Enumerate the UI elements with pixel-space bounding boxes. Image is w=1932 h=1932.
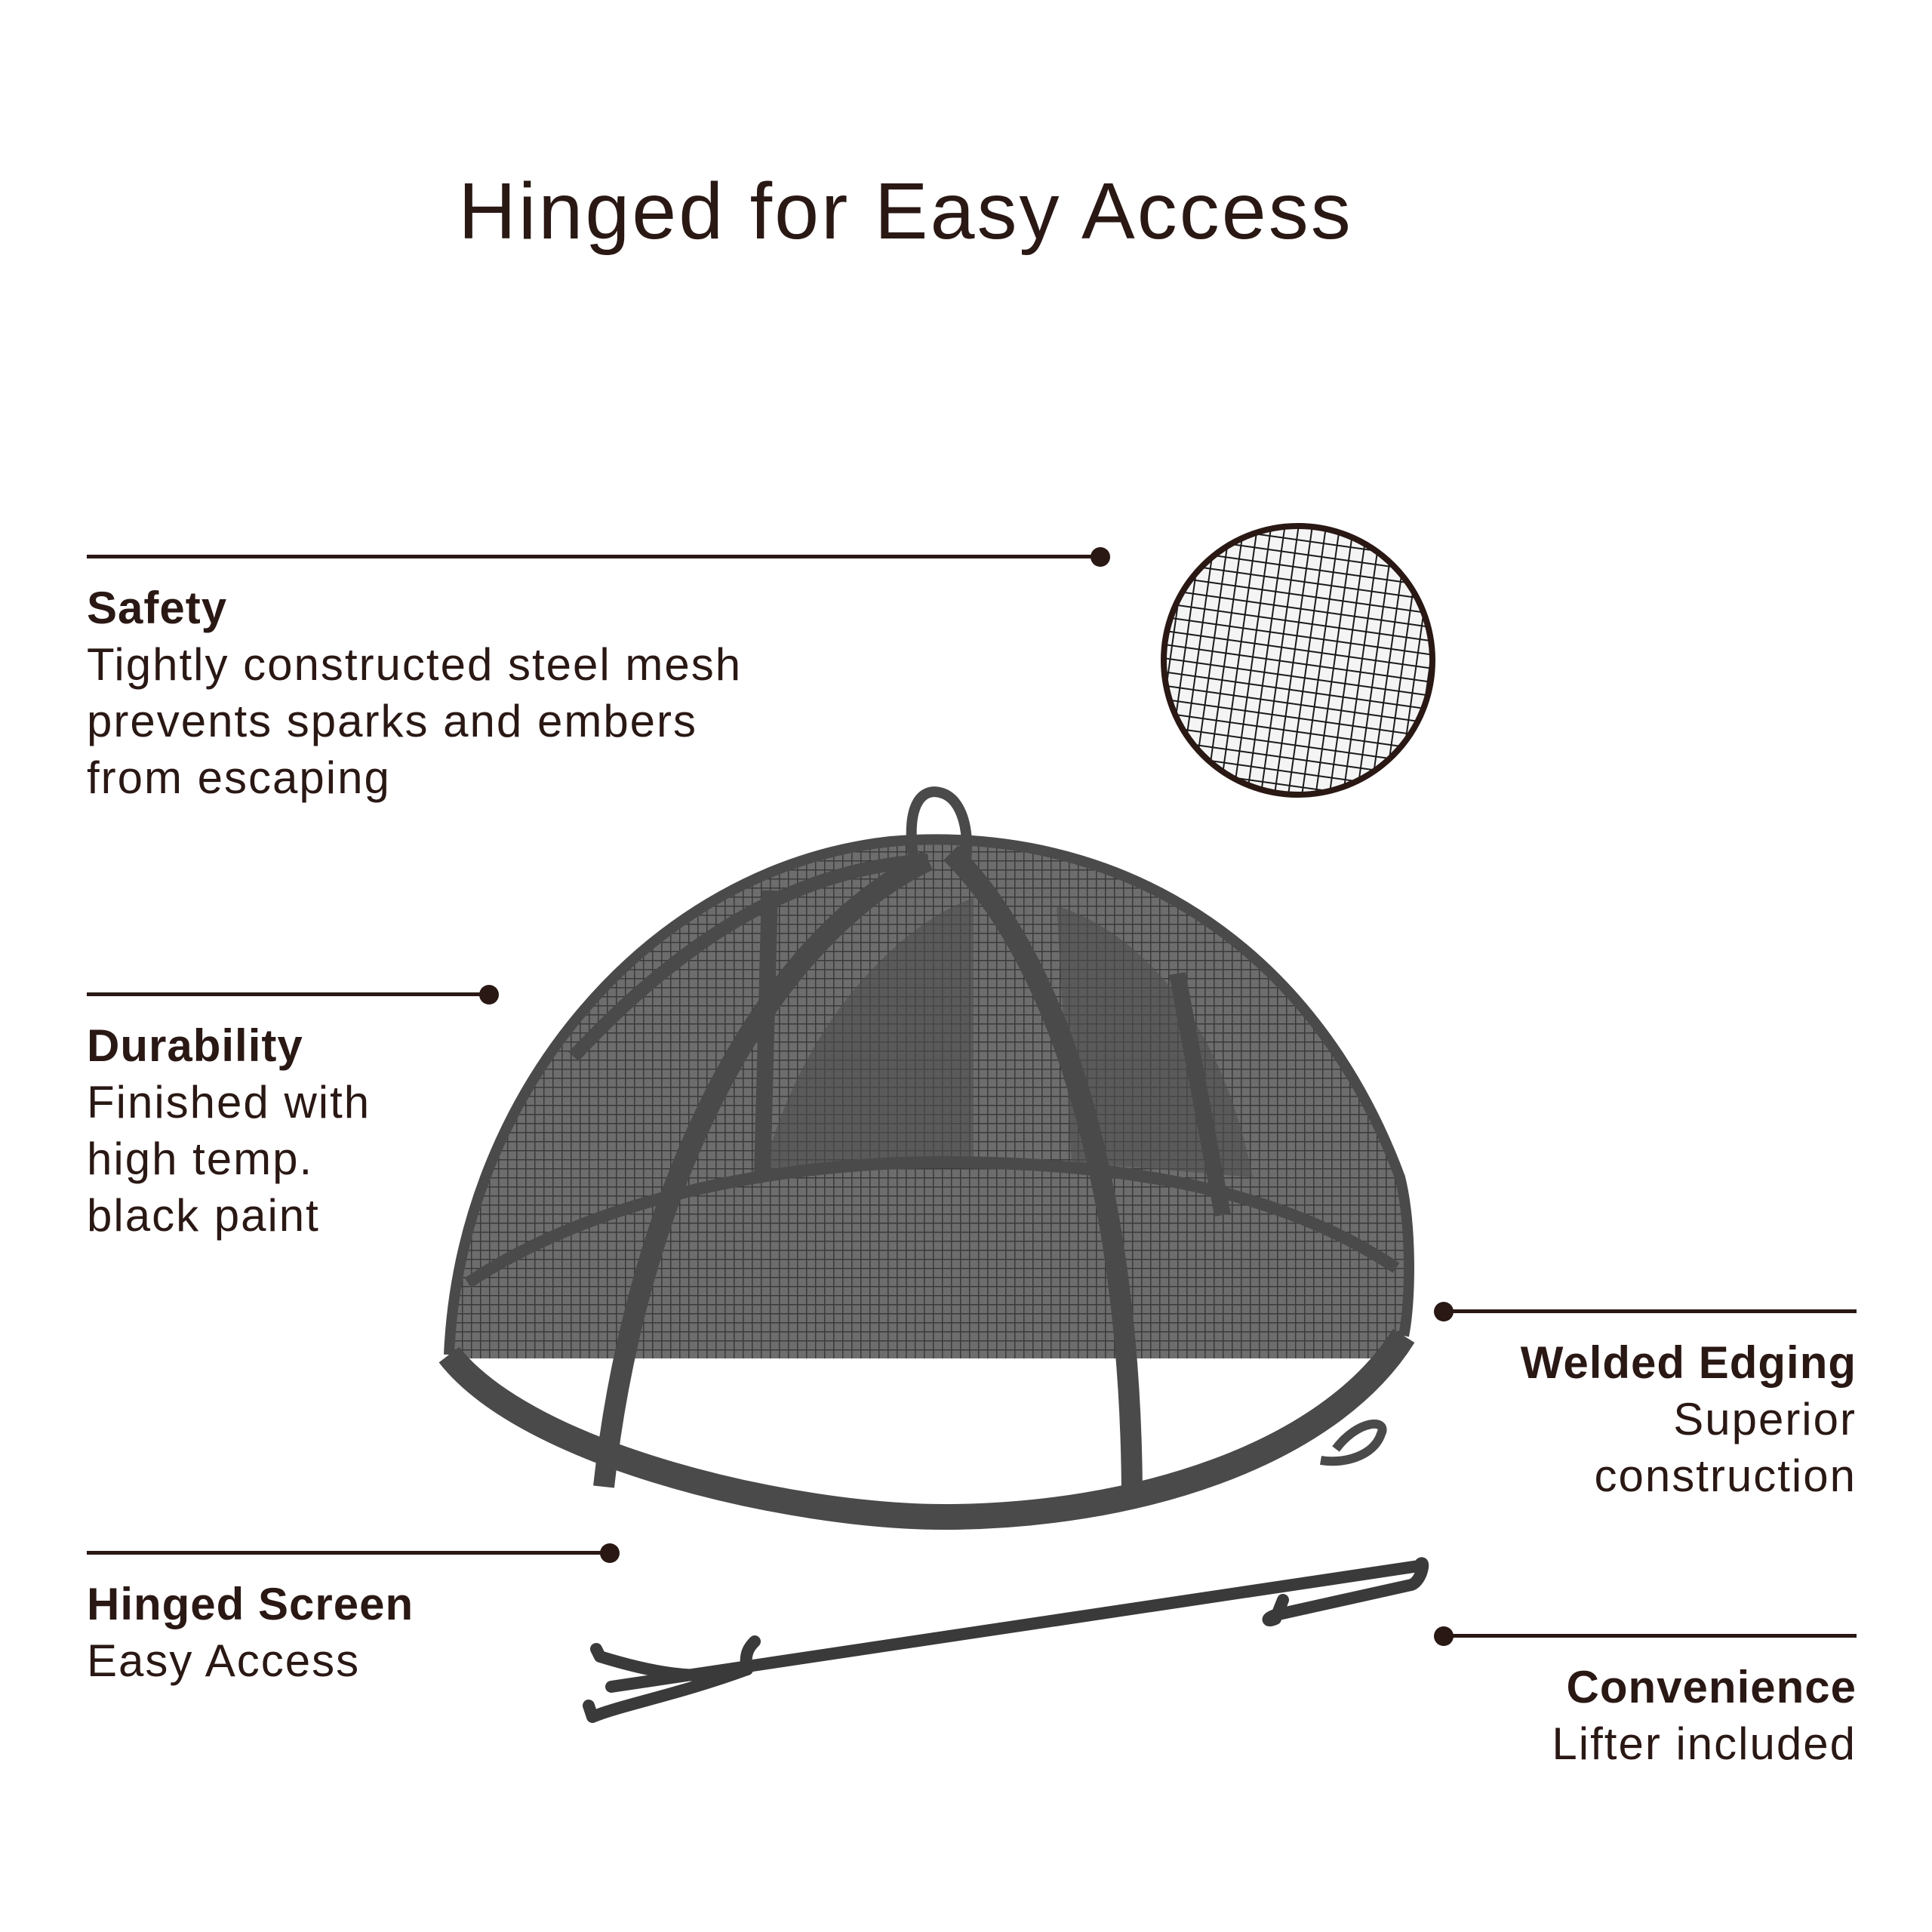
callout-line	[1441, 1634, 1857, 1638]
feature-desc-line: construction	[1594, 1451, 1857, 1501]
feature-desc-line: black paint	[87, 1190, 320, 1241]
feature-convenience: Convenience Lifter included	[1434, 1626, 1857, 1772]
callout-line	[1441, 1309, 1857, 1313]
feature-desc-line: prevents sparks and embers	[87, 696, 698, 746]
feature-heading: Hinged Screen	[87, 1579, 414, 1629]
feature-desc-line: Superior	[1673, 1394, 1857, 1444]
feature-heading: Durability	[87, 1020, 303, 1071]
callout-line	[87, 992, 487, 996]
feature-desc-line: from escaping	[87, 752, 391, 803]
lifter-tool-image	[583, 1557, 1429, 1723]
dome-screen-image	[438, 786, 1415, 1531]
feature-desc-line: Lifter included	[1552, 1718, 1857, 1769]
mesh-closeup-image	[1161, 523, 1435, 798]
feature-desc-line: Finished with	[87, 1077, 371, 1128]
feature-desc-line: Easy Access	[87, 1635, 361, 1686]
callout-dot	[1434, 1626, 1454, 1646]
callout-line	[87, 1551, 608, 1555]
callout-dot	[1091, 547, 1110, 567]
feature-hinged-screen: Hinged Screen Easy Access	[87, 1543, 620, 1689]
callout-line	[87, 555, 1098, 558]
feature-heading: Safety	[87, 583, 228, 633]
feature-durability: Durability Finished with high temp. blac…	[87, 985, 509, 1244]
callout-dot	[1434, 1302, 1454, 1321]
feature-heading: Convenience	[1566, 1662, 1857, 1712]
feature-welded-edging: Welded Edging Superior construction	[1434, 1302, 1857, 1504]
page-title: Hinged for Easy Access	[458, 167, 1353, 256]
feature-heading: Welded Edging	[1520, 1337, 1857, 1388]
feature-desc-line: Tightly constructed steel mesh	[87, 639, 743, 690]
callout-dot	[479, 985, 499, 1004]
feature-desc-line: high temp.	[87, 1134, 314, 1184]
feature-safety: Safety Tightly constructed steel mesh pr…	[87, 547, 1113, 806]
callout-dot	[600, 1543, 620, 1563]
